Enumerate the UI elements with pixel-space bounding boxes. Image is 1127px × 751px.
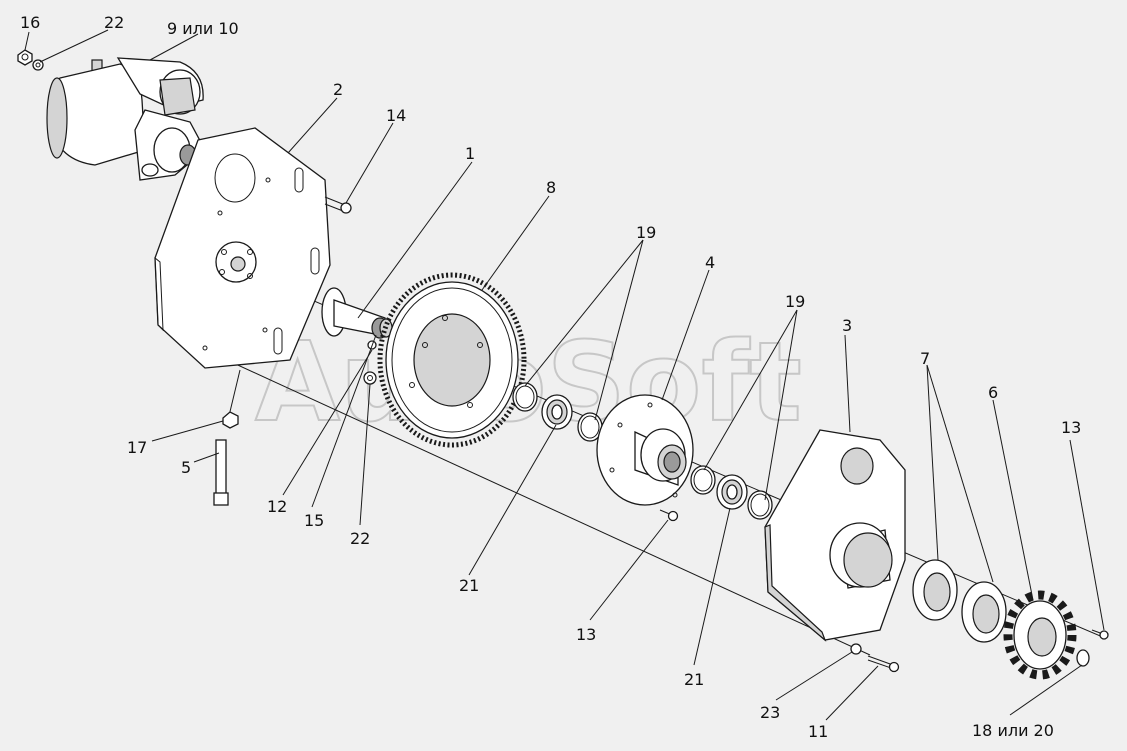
callout-5: 5 — [181, 458, 191, 477]
sprocket-6 — [1003, 590, 1077, 680]
mounting-plate-2 — [154, 127, 331, 369]
ring-gear-8 — [377, 272, 527, 448]
shaft-1 — [321, 287, 393, 339]
bolt-13-right — [1091, 629, 1109, 640]
bolt-13-center — [659, 509, 679, 522]
callout-2: 2 — [333, 80, 343, 99]
nut-16 — [17, 49, 33, 66]
washer-22-lower — [363, 371, 377, 385]
callout-16: 16 — [20, 13, 40, 32]
callout-19-first: 19 — [636, 223, 656, 242]
callout-13-center: 13 — [576, 625, 596, 644]
callout-21-second: 21 — [684, 670, 704, 689]
washer-23 — [850, 643, 862, 655]
callout-4: 4 — [705, 253, 715, 272]
leader-lines — [24, 29, 1105, 721]
callout-labels: 16 22 9 или 10 2 14 1 8 19 4 19 3 7 6 13… — [20, 13, 1081, 741]
callout-22-top: 22 — [104, 13, 124, 32]
callout-11: 11 — [808, 722, 828, 741]
gasket-7-b — [961, 581, 1007, 643]
washer-22-top — [32, 59, 44, 71]
snap-ring-19-b2 — [747, 490, 773, 520]
callout-15: 15 — [304, 511, 324, 530]
snap-ring-19-a1 — [512, 382, 538, 412]
housing-3 — [764, 429, 906, 642]
callout-17: 17 — [127, 438, 147, 457]
callout-7: 7 — [920, 349, 930, 368]
nut-17 — [222, 411, 239, 429]
callout-6: 6 — [988, 383, 998, 402]
callout-12: 12 — [267, 497, 287, 516]
callout-19-second: 19 — [785, 292, 805, 311]
callout-14: 14 — [386, 106, 406, 125]
starter-motor — [46, 57, 206, 181]
callout-9-or-10: 9 или 10 — [167, 19, 239, 38]
callout-13-right: 13 — [1061, 418, 1081, 437]
gasket-7-a — [912, 559, 958, 621]
callout-22-lower: 22 — [350, 529, 370, 548]
callout-8: 8 — [546, 178, 556, 197]
bolt-14 — [324, 196, 352, 214]
callout-23: 23 — [760, 703, 780, 722]
callout-1: 1 — [465, 144, 475, 163]
callout-21-first: 21 — [459, 576, 479, 595]
snap-ring-19-b1 — [690, 465, 716, 495]
hub-4 — [596, 394, 694, 506]
callout-18-or-20: 18 или 20 — [972, 721, 1054, 740]
callout-3: 3 — [842, 316, 852, 335]
bolt-11 — [867, 655, 900, 673]
bearing-21-a — [541, 394, 573, 430]
bearing-21-b — [716, 474, 748, 510]
snap-ring-18-or-20 — [1076, 649, 1090, 667]
bolt-5 — [213, 439, 229, 506]
